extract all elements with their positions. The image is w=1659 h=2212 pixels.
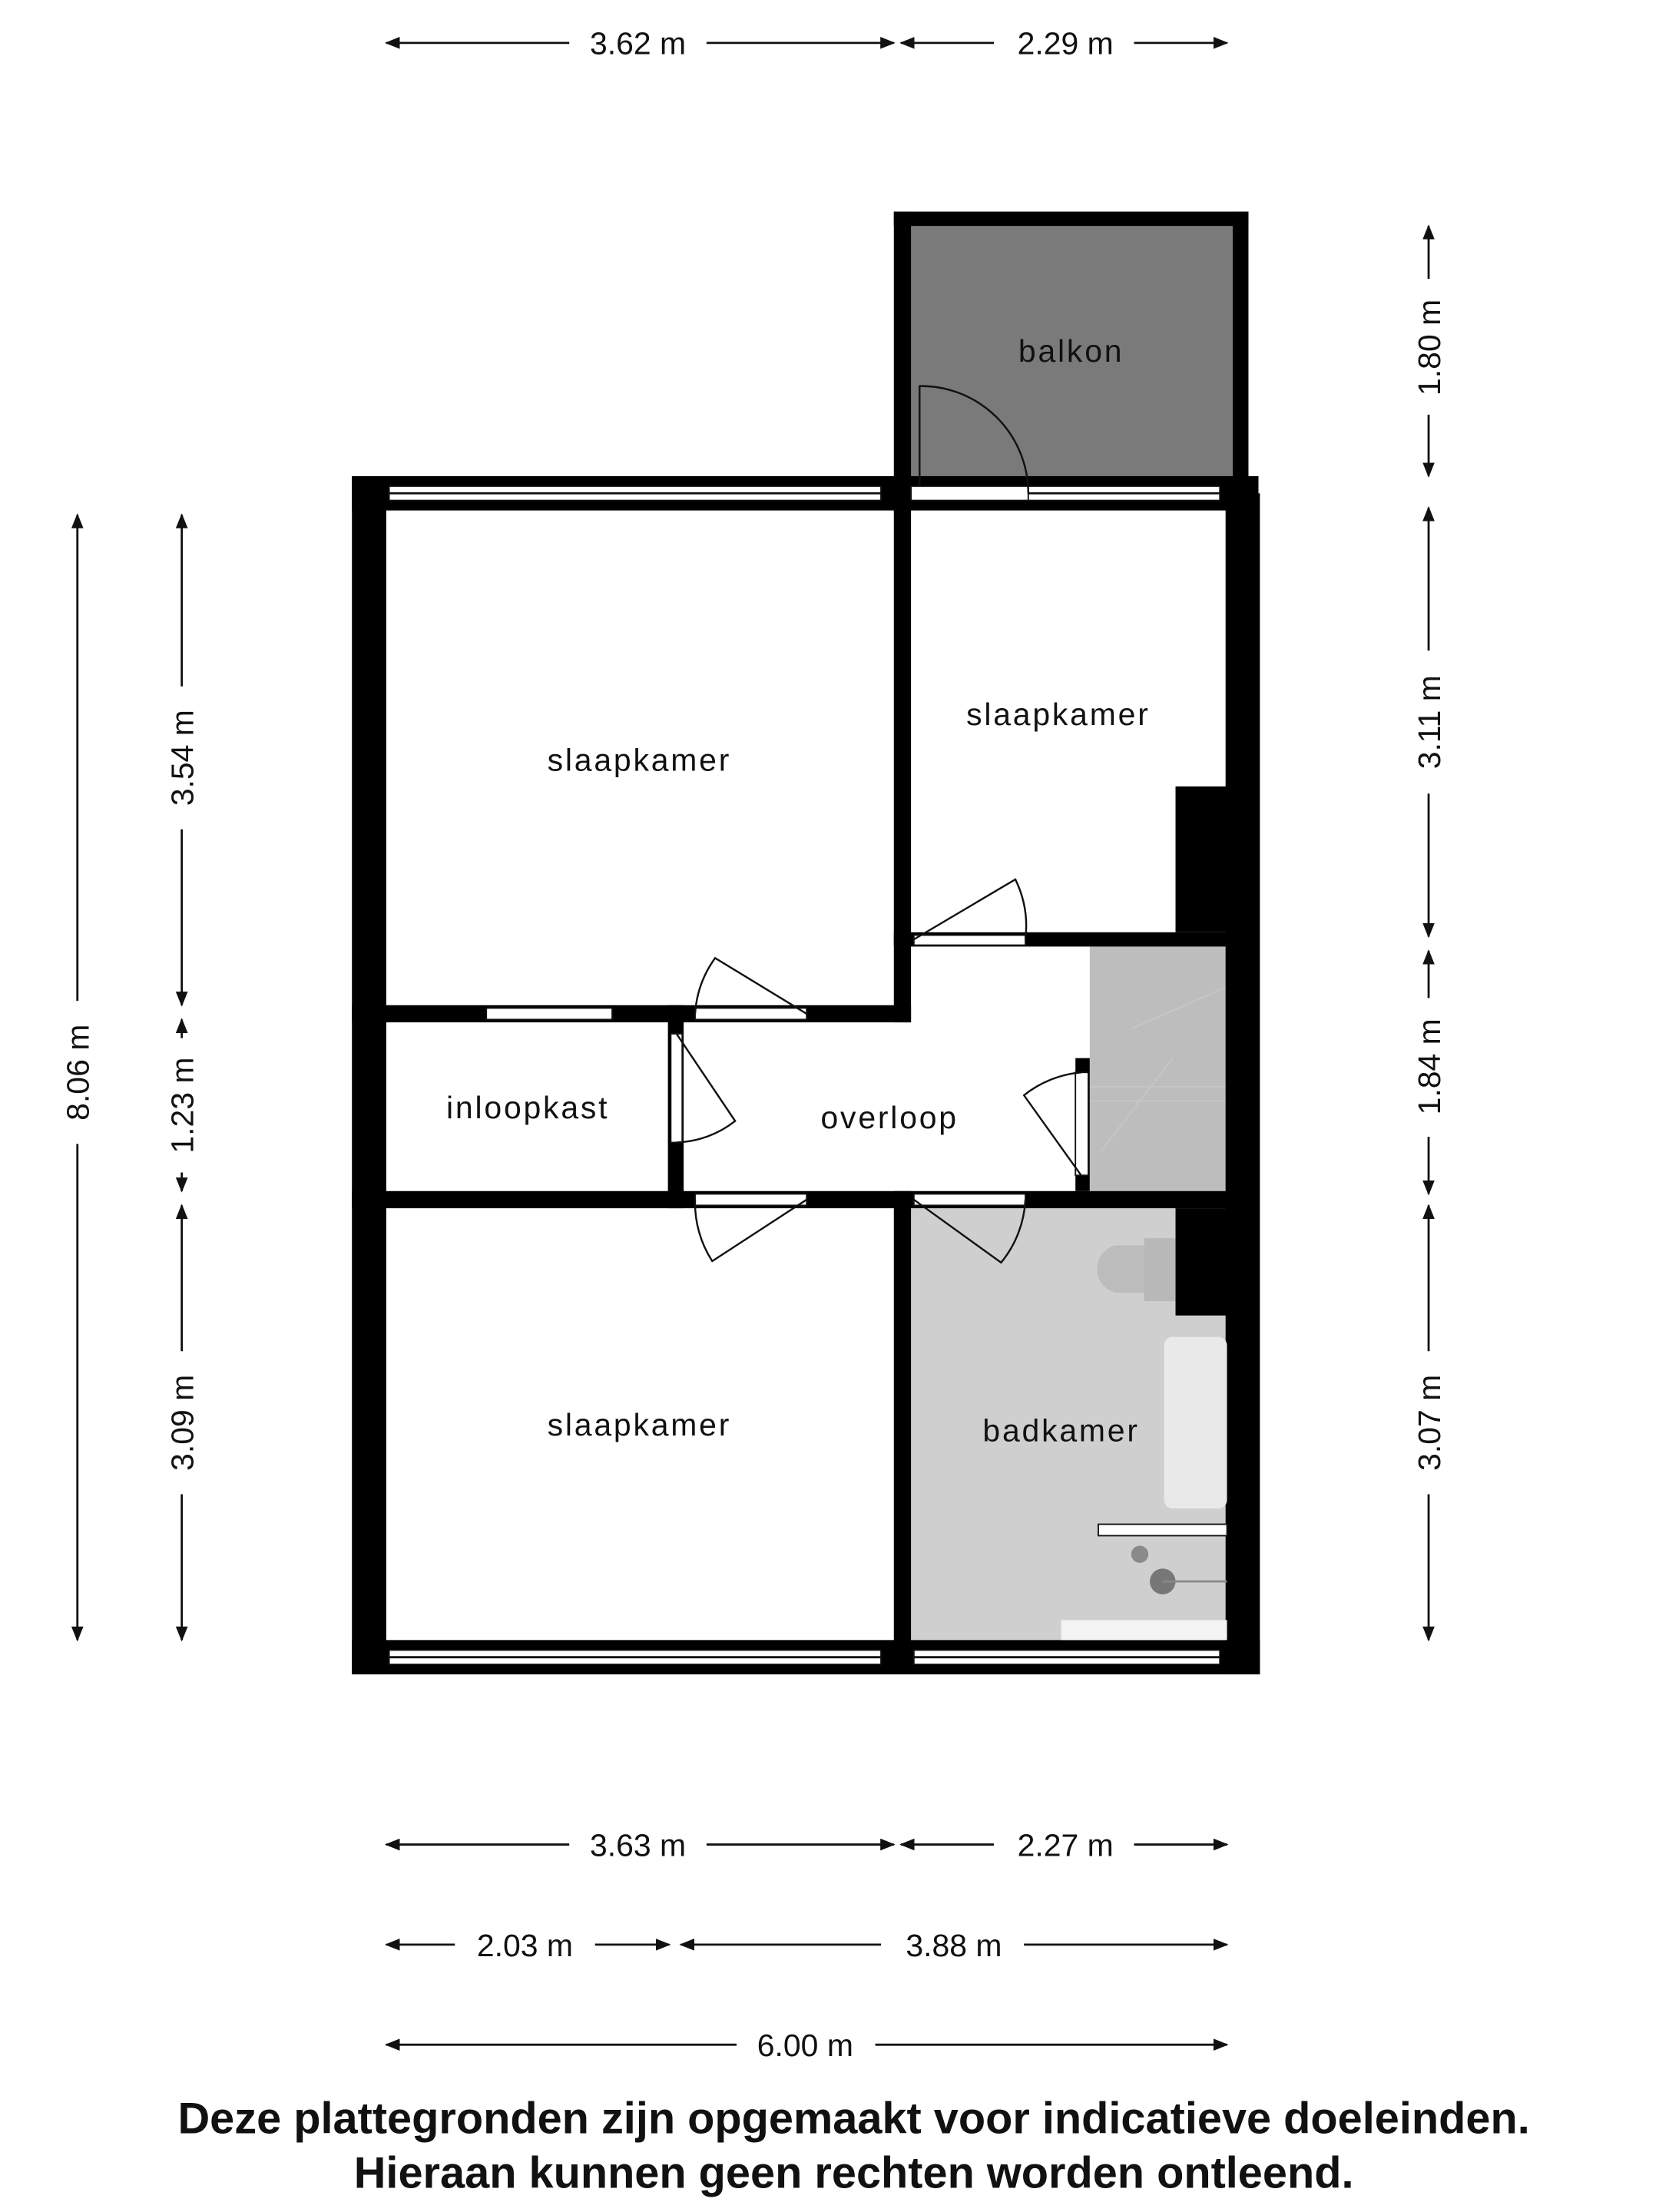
dim-bottom-2: 2.27 m xyxy=(1018,1827,1114,1863)
dim-left-1: 3.54 m xyxy=(165,710,200,806)
stair-treads xyxy=(1089,985,1227,1152)
toilet-tank xyxy=(1144,1238,1176,1302)
dimension-bottom: 3.63 m 2.27 m 2.03 m 3.88 m 6.00 m xyxy=(384,1827,1229,2063)
disclaimer-line-1: Deze plattegronden zijn opgemaakt voor i… xyxy=(178,2094,1530,2144)
bathroom-fixtures xyxy=(1061,1238,1228,1641)
room-label-bedroom-3: slaapkamer xyxy=(548,1407,732,1442)
room-label-landing: overloop xyxy=(821,1100,959,1135)
double-sink xyxy=(1164,1336,1227,1509)
dim-bottom-3: 2.03 m xyxy=(477,1928,573,1963)
dim-left-3: 3.09 m xyxy=(165,1375,200,1471)
disclaimer-line-2: Hieraan kunnen geen rechten worden ontle… xyxy=(354,2148,1354,2197)
doors xyxy=(670,385,1089,1264)
dim-right-4: 3.07 m xyxy=(1412,1375,1447,1471)
toilet-bowl xyxy=(1097,1245,1144,1293)
dim-right-1: 1.80 m xyxy=(1412,300,1447,396)
balkon-floor xyxy=(901,218,1242,479)
dimension-top: 3.62 m 2.29 m xyxy=(384,26,1229,61)
dimension-left: 8.06 m 3.54 m 1.23 m 3.09 m xyxy=(61,513,200,1642)
dim-top-2: 2.29 m xyxy=(1018,26,1114,61)
shower-drain xyxy=(1131,1545,1149,1563)
dim-bottom-4: 3.88 m xyxy=(906,1928,1002,1963)
room-label-walk-in-closet: inloopkast xyxy=(446,1090,609,1125)
room-label-bedroom-2: slaapkamer xyxy=(966,697,1151,732)
stairs xyxy=(1089,946,1227,1191)
bathroom-shelf xyxy=(1061,1620,1227,1641)
dim-bottom-total: 6.00 m xyxy=(757,2028,853,2063)
room-label-bedroom-1: slaapkamer xyxy=(548,742,732,777)
dim-left-total: 8.06 m xyxy=(61,1025,96,1121)
room-label-bathroom: badkamer xyxy=(982,1413,1139,1449)
shower-screen xyxy=(1098,1523,1228,1537)
dimension-right: 1.80 m 3.11 m 1.84 m 3.07 m xyxy=(1412,224,1447,1642)
dim-top-1: 3.62 m xyxy=(590,26,686,61)
dim-right-2: 3.11 m xyxy=(1412,675,1447,769)
dim-left-2: 1.23 m xyxy=(165,1057,200,1153)
dim-bottom-1: 3.63 m xyxy=(590,1827,686,1863)
dim-right-3: 1.84 m xyxy=(1412,1018,1447,1114)
room-label-balkon: balkon xyxy=(1018,333,1124,369)
